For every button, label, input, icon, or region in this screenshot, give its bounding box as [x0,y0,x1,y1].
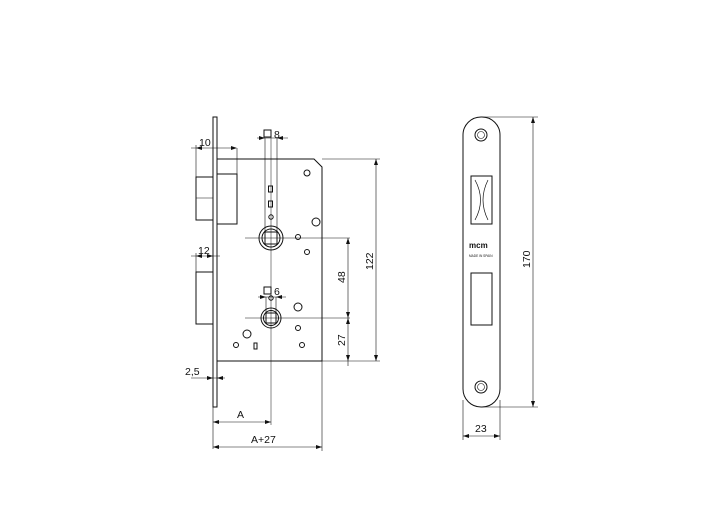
latch-bolt [195,176,214,221]
side-dimension-lines [191,137,380,451]
screw-hole-2 [311,217,321,227]
dim-label-27: 27 [336,334,348,346]
dim-label-23: 23 [475,423,487,435]
pin-e [295,325,301,331]
faceplate-origin-text: MADE IN SPAIN [469,254,493,258]
lock-body [216,158,323,362]
bolt-opening [470,272,493,326]
dead-bolt [195,271,214,325]
slot-lower [253,342,258,350]
faceplate-outline [462,116,501,408]
pin-g [299,342,305,348]
dim-label-2-5: 2,5 [185,366,200,378]
faceplate-screw-bottom [474,380,488,394]
dim-label-a: A [237,409,244,421]
side-faceplate [212,116,218,408]
dim-label-170: 170 [521,250,533,268]
front-dimension-lines [462,116,538,440]
dim-label-10: 10 [199,137,211,149]
dim-label-a-plus-27: A+27 [251,434,276,446]
screw-hole-3 [293,302,303,312]
dim-label-122: 122 [364,252,376,270]
screw-hole-4 [242,329,252,339]
dim-label-square-8: 8 [274,129,280,141]
dim-label-12: 12 [198,245,210,257]
pin-f [233,342,239,348]
latch-opening [470,175,493,225]
lock-side-view [195,116,350,425]
faceplate-screw-top [474,128,488,142]
pin-b [295,234,301,240]
latch-housing [216,173,238,225]
slot-upper-2 [268,200,273,208]
square-symbol-8 [263,129,272,138]
slot-upper-1 [268,185,273,193]
dim-label-square-6: 6 [274,286,280,298]
faceplate-front-view [462,116,501,408]
pin-c [304,249,310,255]
faceplate-logo: mcm [469,241,488,250]
arrowheads [196,136,378,449]
screw-hole-1 [303,169,311,177]
dim-label-48: 48 [336,271,348,283]
square-symbol-6 [263,286,272,295]
